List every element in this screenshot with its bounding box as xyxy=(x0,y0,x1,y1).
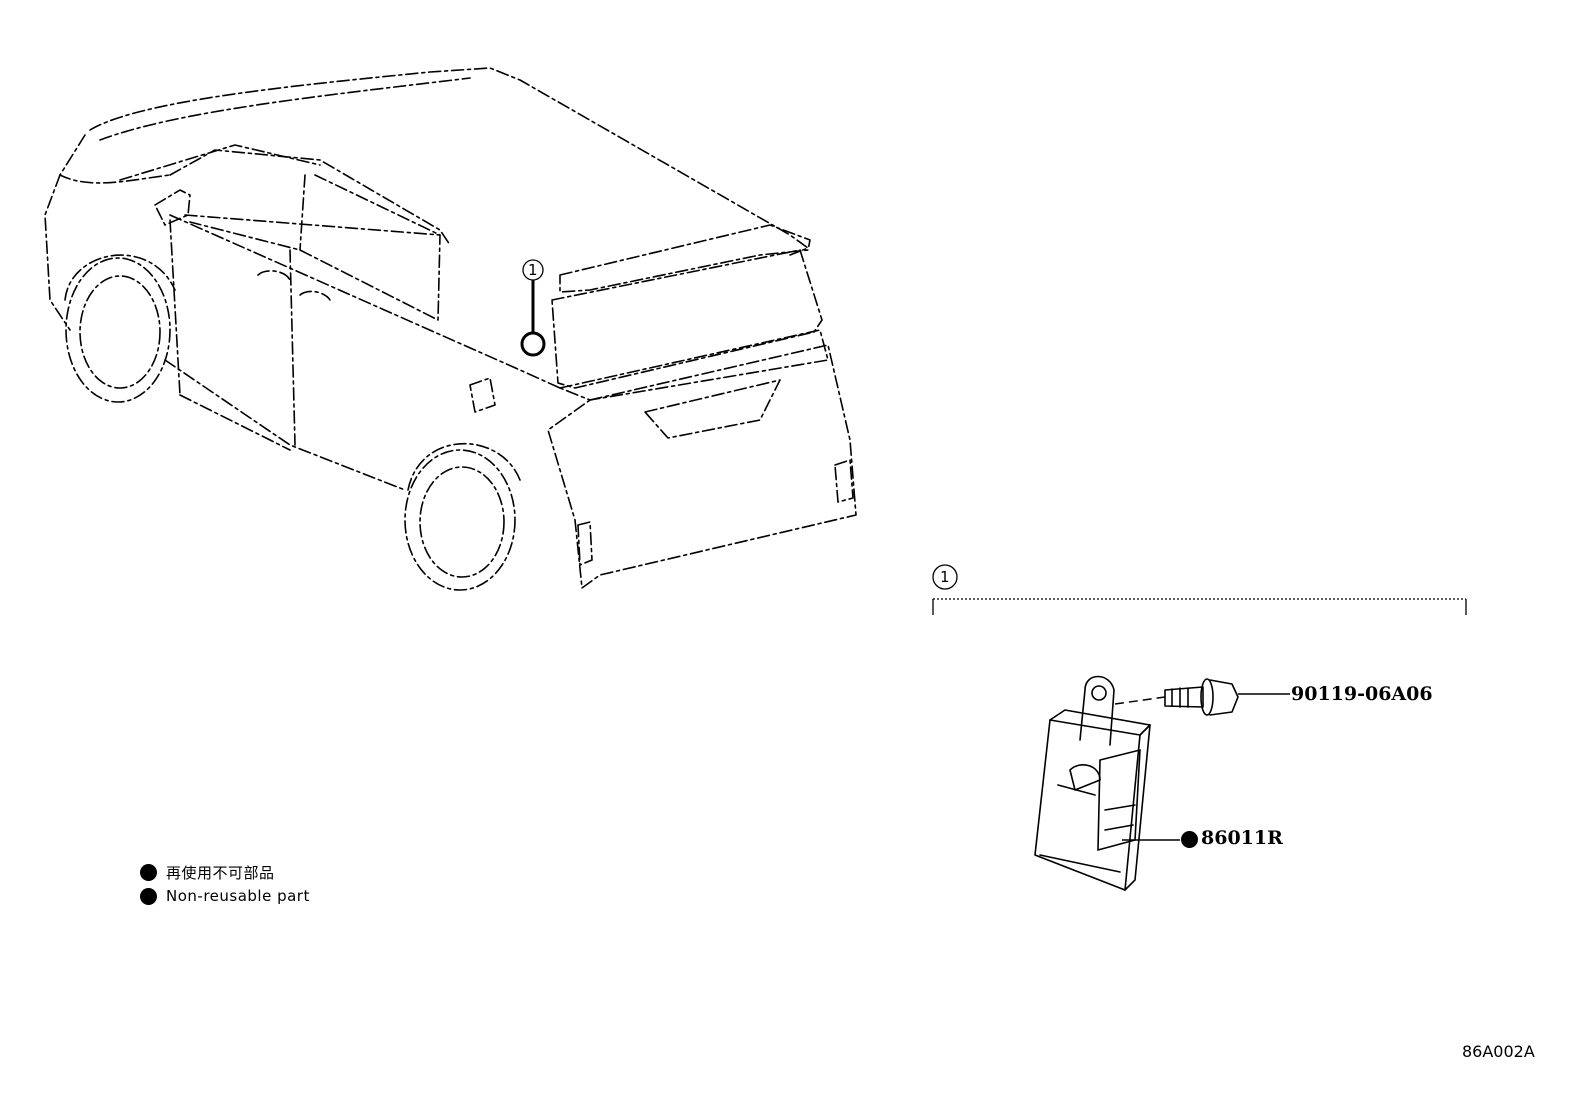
legend-item-ja: 再使用不可部品 xyxy=(140,862,275,883)
non-reusable-marker-icon xyxy=(1181,831,1198,848)
legend-text-ja: 再使用不可部品 xyxy=(166,864,275,882)
legend-item-en: Non-reusable part xyxy=(140,887,310,905)
legend-text-en: Non-reusable part xyxy=(166,887,310,905)
vehicle-callout xyxy=(520,259,546,357)
non-reusable-dot-icon xyxy=(140,887,157,905)
assembly-group-bracket xyxy=(932,564,1467,615)
module-illustration xyxy=(1034,675,1151,891)
bolt-illustration xyxy=(1164,678,1239,716)
bolt-locator-line xyxy=(1114,696,1166,705)
vehicle-callout-number: 1 xyxy=(528,261,538,279)
group-callout-number: 1 xyxy=(940,568,950,586)
vehicle-illustration xyxy=(44,67,857,591)
diagram-code: 86A002A xyxy=(1462,1042,1535,1061)
part-number-module: 86011R xyxy=(1201,827,1283,849)
non-reusable-dot-icon xyxy=(140,864,157,881)
part-number-bolt: 90119-06A06 xyxy=(1291,683,1433,705)
